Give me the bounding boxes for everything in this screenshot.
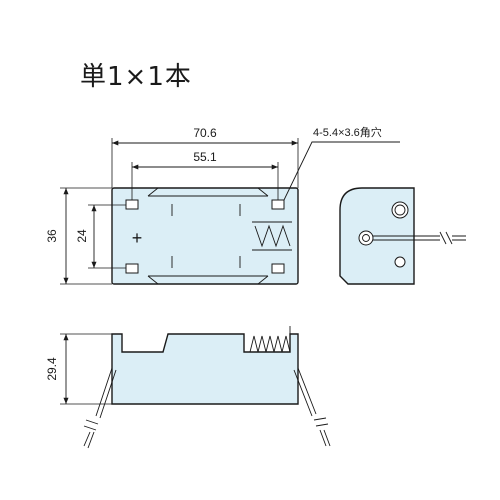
terminal-icon xyxy=(358,230,374,246)
page-title: 単1×1本 xyxy=(80,62,192,92)
left-lead-wire xyxy=(95,367,117,419)
top-view-body xyxy=(111,187,299,285)
mount-holes-note: 4-5.4×3.6角穴 xyxy=(313,125,382,139)
end-view-hole-lower xyxy=(394,256,406,268)
plus-symbol: + xyxy=(132,228,143,248)
dim-hole-pitch-length: 55.1 xyxy=(193,150,217,164)
front-view-spring-icon xyxy=(249,335,291,353)
dim-overall-length: 70.6 xyxy=(193,126,217,140)
top-view-ribs xyxy=(171,204,241,268)
mount-hole-bottom-right xyxy=(271,263,285,274)
mount-hole-bottom-left xyxy=(125,263,139,274)
top-view: + xyxy=(111,187,299,285)
spring-frame xyxy=(252,221,292,251)
mount-hole-top-right xyxy=(271,199,285,210)
dim-hole-pitch-width: 24 xyxy=(75,229,89,243)
right-wire-break-icon xyxy=(313,417,329,427)
spring-coil-icon xyxy=(254,224,291,248)
dimension-lines-front xyxy=(60,333,112,405)
dim-overall-width: 36 xyxy=(45,229,59,243)
mount-hole-top-left xyxy=(125,199,139,210)
end-view-hole-upper xyxy=(391,201,409,219)
top-view-trough-lines xyxy=(148,195,268,277)
end-view xyxy=(339,187,466,285)
front-view xyxy=(83,326,331,449)
left-wire-break-icon xyxy=(83,419,99,431)
lead-wire xyxy=(373,235,440,241)
top-view-trough-edges xyxy=(147,187,269,285)
front-view-body xyxy=(111,333,299,405)
dim-height: 29.4 xyxy=(45,357,59,381)
dimension-lines-top xyxy=(60,138,400,285)
right-lead-wire xyxy=(293,367,317,417)
hole-note-leader xyxy=(283,141,400,201)
wire-break-icon xyxy=(439,231,453,245)
